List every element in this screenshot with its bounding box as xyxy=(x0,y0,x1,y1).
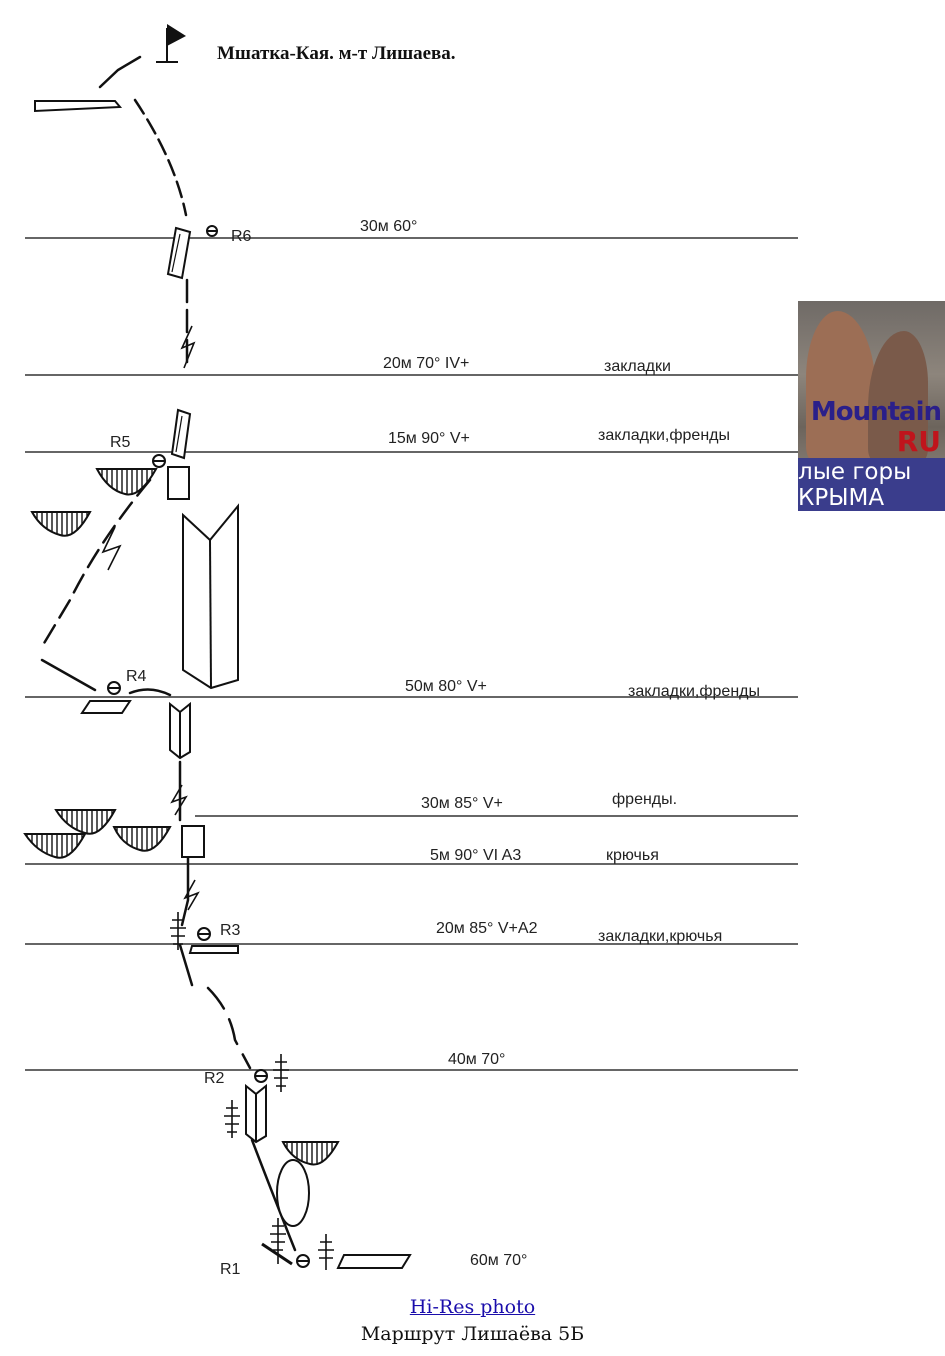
belay-anchor-icons xyxy=(107,225,310,1268)
dihedral-symbols xyxy=(166,226,267,1144)
banner-strip xyxy=(798,458,945,511)
anchor-label-r2: R2 xyxy=(204,1070,225,1087)
block-symbols xyxy=(167,466,205,858)
caption: Маршрут Лишаёва 5Б xyxy=(360,1323,585,1345)
hi-res-photo-link[interactable]: Hi-Res photo xyxy=(409,1296,536,1318)
route-topo-diagram: Мшатка-Кая. м-т Лишаева. 30м 60° 20м 70°… xyxy=(23,24,798,1278)
pitch-spec: 50м 80° V+ xyxy=(405,678,487,695)
topo-title: Мшатка-Кая. м-т Лишаева. xyxy=(217,43,456,64)
pitch-gear: крючья xyxy=(606,847,659,864)
banner-brand-suffix: RU xyxy=(896,425,941,458)
anchor-label-r1: R1 xyxy=(220,1261,241,1278)
pitch-spec: 20м 85° V+A2 xyxy=(436,920,538,937)
pitch-spec: 20м 70° IV+ xyxy=(383,355,469,372)
pitch-gear: закладки xyxy=(604,358,671,375)
anchor-label-r5: R5 xyxy=(110,434,131,451)
pitch-gear: закладки,френды xyxy=(628,683,760,700)
tree-icons xyxy=(170,912,334,1270)
pitch-gear: френды. xyxy=(612,791,677,808)
pitch-gear: закладки,крючья xyxy=(598,928,722,945)
ledge-symbols xyxy=(34,100,412,1269)
overhang-symbols xyxy=(23,468,340,1166)
crack-symbols xyxy=(101,325,200,911)
pitch-spec: 5м 90° VI A3 xyxy=(430,847,521,864)
mountain-ru-banner[interactable]: Mountain RU лые горы КРЫМА xyxy=(798,301,945,511)
banner-text-line2: КРЫМА xyxy=(798,485,885,511)
anchor-label-r4: R4 xyxy=(126,668,147,685)
banner-text-line1: лые горы xyxy=(798,459,912,485)
pitch-spec: 30м 85° V+ xyxy=(421,795,503,812)
rock-image xyxy=(868,331,928,461)
pitch-spec: 15м 90° V+ xyxy=(388,430,470,447)
pitch-spec: 40м 70° xyxy=(448,1051,505,1068)
rock-image xyxy=(806,311,876,461)
boulder-symbol xyxy=(276,1159,310,1227)
pitch-lines xyxy=(25,237,798,1071)
summit-flag-icon xyxy=(156,24,186,63)
banner-brand: Mountain xyxy=(810,397,942,427)
pitch-spec: 60м 70° xyxy=(470,1252,527,1269)
pitch-spec: 30м 60° xyxy=(360,218,417,235)
pitch-gear: закладки,френды xyxy=(598,427,730,444)
anchor-label-r3: R3 xyxy=(220,922,241,939)
route-line xyxy=(38,55,297,1252)
anchor-label-r6: R6 xyxy=(231,228,252,245)
